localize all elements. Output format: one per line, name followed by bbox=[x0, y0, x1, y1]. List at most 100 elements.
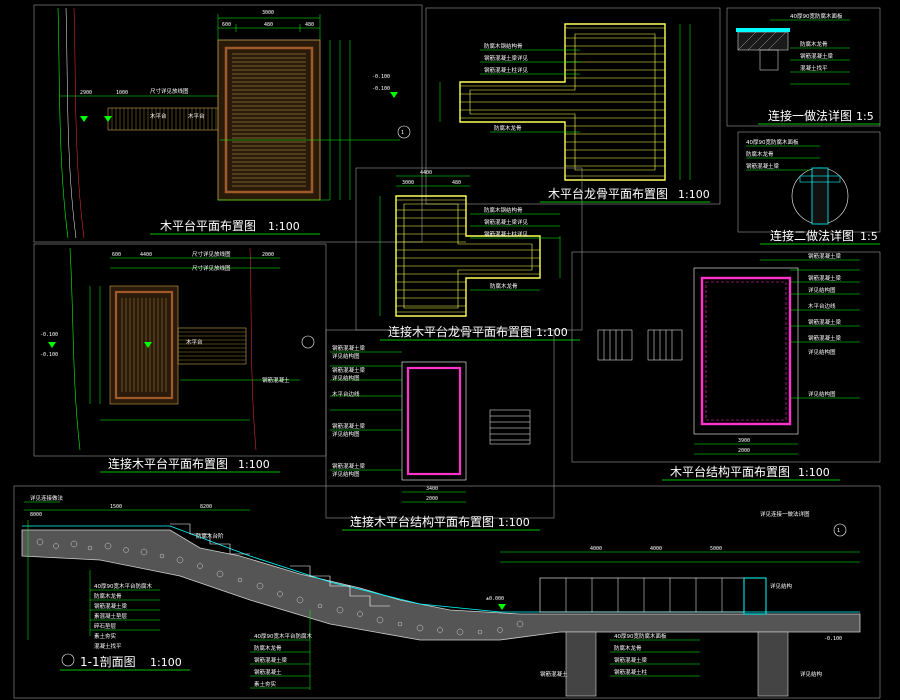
plan-1-scale: 1:100 bbox=[268, 220, 300, 233]
section-right-ann-1: 防腐木龙骨 bbox=[614, 644, 642, 652]
struct-1-ann-7: 详见结构图 bbox=[808, 390, 836, 398]
plan-1-deck-border bbox=[224, 46, 314, 194]
plan-1-dim-top-1: 600 bbox=[222, 22, 231, 28]
struct-2-dim-1: 2000 bbox=[426, 496, 438, 502]
detail-1-title: 连接一做法详图 bbox=[768, 108, 852, 123]
section-dim-left-0: 8000 bbox=[30, 512, 42, 518]
struct-1-ann-2: 详见结构图 bbox=[808, 286, 836, 294]
section-callout-label: 1 bbox=[837, 528, 840, 534]
detail-1-hatch bbox=[737, 31, 787, 51]
joist-1-ann-1: 钢筋混凝土梁详见 bbox=[484, 54, 529, 62]
joist-2-dim-top-1: 3000 bbox=[402, 180, 414, 186]
section-footing-left bbox=[565, 631, 597, 697]
plan-2-walkway-slats bbox=[178, 331, 246, 361]
joist-1-frame bbox=[425, 7, 721, 205]
plan-1-ann-0: 尺寸详见放线图 bbox=[150, 87, 189, 95]
struct-2-outline bbox=[401, 361, 467, 481]
struct-2-title: 连接木平台结构平面布置图 bbox=[350, 514, 494, 529]
plan-2-ann-0: 尺寸详见放线图 bbox=[192, 250, 231, 258]
plan-1-frame bbox=[33, 4, 423, 243]
section-left-ann-3: 素混凝土垫层 bbox=[94, 612, 128, 620]
detail-2-scale: 1:5 bbox=[860, 230, 878, 243]
joist-1-scale: 1:100 bbox=[678, 188, 710, 201]
section-cut-marker-icon bbox=[301, 335, 315, 349]
plan-2-dimensions bbox=[89, 257, 300, 421]
section-right-ann-0: 40厚90宽防腐木面板 bbox=[614, 632, 667, 640]
section-left-ann-0: 40厚90宽木平台防腐木 bbox=[94, 582, 152, 590]
struct-2-stairs bbox=[489, 409, 531, 445]
joist-2-scale: 1:100 bbox=[536, 326, 568, 339]
section-leaders-right bbox=[610, 639, 700, 677]
section-left-ann-4: 碎石垫层 bbox=[94, 622, 117, 630]
section-title: 1-1剖面图 bbox=[80, 655, 136, 669]
struct-1-ann-1: 钢筋混凝土梁 bbox=[808, 274, 842, 282]
plan-1-dim-top-2: 480 bbox=[264, 22, 273, 28]
section-left-ann-6: 混凝土找平 bbox=[94, 642, 122, 650]
view-struct-2: 钢筋混凝土梁 详见结构图 钢筋混凝土梁 详见结构图 木平台边线 钢筋混凝土梁 详… bbox=[325, 329, 555, 531]
section-leaders-left bbox=[89, 570, 160, 636]
joist-2-dim-top-2: 480 bbox=[452, 180, 461, 186]
joist-2-dim-top-0: 4400 bbox=[420, 170, 432, 176]
section-dim-top-1: 8200 bbox=[200, 504, 212, 510]
detail-2-leaders bbox=[746, 145, 820, 171]
section-frame bbox=[13, 485, 881, 699]
plan-2-deck-outer bbox=[109, 285, 179, 405]
section-left-ann-2: 钢筋混凝土梁 bbox=[94, 602, 128, 610]
section-dimensions bbox=[24, 501, 860, 640]
detail-1-ann-0: 40厚90宽防腐木面板 bbox=[790, 12, 843, 20]
struct-1-title: 木平台结构平面布置图 bbox=[670, 464, 790, 479]
section-edge-post bbox=[743, 577, 767, 615]
plan-2-ann-3: 木平台 bbox=[186, 338, 203, 346]
joist-1-joists bbox=[460, 27, 665, 177]
struct-1-ann-5: 钢筋混凝土梁 bbox=[808, 334, 842, 342]
section-misc-1: 防腐木台阶 bbox=[196, 532, 224, 540]
elevation-triangle-icon bbox=[104, 116, 112, 122]
detail-2-ann-1: 防腐木龙骨 bbox=[746, 150, 774, 158]
section-dim-top-2: 4000 bbox=[590, 546, 602, 552]
plan-2-elev-1: -0.100 bbox=[40, 352, 58, 358]
elevation-triangle-icon bbox=[390, 92, 398, 98]
plan-2-dim-top-2: 2000 bbox=[262, 252, 274, 258]
section-steps bbox=[170, 523, 390, 607]
plan-1-elev-0: -0.100 bbox=[372, 74, 390, 80]
struct-2-scale: 1:100 bbox=[498, 516, 530, 529]
view-struct-1: 钢筋混凝土梁 钢筋混凝土梁 详见结构图 木平台边线 钢筋混凝土梁 钢筋混凝土梁 … bbox=[571, 251, 881, 481]
detail-1-ann-3: 混凝土找平 bbox=[800, 64, 828, 72]
struct-2-beam bbox=[406, 366, 462, 476]
plan-1-deck-outer bbox=[217, 39, 321, 201]
view-detail-2: 40厚90宽防腐木面板 防腐木龙骨 钢筋混凝土梁 连接二做法详图 1:5 bbox=[737, 131, 881, 245]
plan-1-dim-left-1: 1000 bbox=[116, 90, 128, 96]
plan-2-boundary-red bbox=[249, 247, 257, 451]
struct-2-ann-3: 详见结构图 bbox=[332, 374, 360, 382]
plan-1-cut-label: 1 bbox=[401, 130, 404, 136]
section-gravel-texture bbox=[36, 538, 524, 636]
joist-1-ann-0: 防腐木钢结构骨 bbox=[484, 42, 523, 50]
struct-2-ann-7: 钢筋混凝土梁 bbox=[332, 462, 366, 470]
section-misc-5: 详见结构 bbox=[800, 670, 823, 678]
detail-2-post bbox=[811, 167, 829, 225]
joist-2-ann-1: 钢筋混凝土梁详见 bbox=[484, 218, 529, 226]
joist-1-ann-3: 防腐木龙骨 bbox=[494, 124, 522, 132]
plan-1-boundary-green bbox=[57, 7, 69, 239]
joist-2-title: 连接木平台龙骨平面布置图 bbox=[388, 324, 532, 339]
elevation-triangle-icon bbox=[498, 604, 506, 610]
section-right-ann-2: 钢筋混凝土梁 bbox=[614, 656, 648, 664]
section-mid-ann-4: 素土夯实 bbox=[254, 680, 277, 688]
section-leaders-mid bbox=[250, 610, 311, 690]
struct-1-scale: 1:100 bbox=[798, 466, 830, 479]
section-elev-0: ±0.000 bbox=[486, 596, 504, 602]
struct-2-frame bbox=[325, 329, 555, 519]
joist-2-joists bbox=[396, 199, 540, 313]
section-mid-ann-2: 钢筋混凝土梁 bbox=[254, 656, 288, 664]
joist-1-dimensions bbox=[439, 24, 691, 180]
joist-1-inner-outline bbox=[469, 33, 656, 171]
section-dim-top-0: 1500 bbox=[110, 504, 122, 510]
view-plan-1: 3000 600 480 480 2900 1000 尺寸详见放线图 木平台 木… bbox=[33, 4, 423, 243]
plan-2-title: 连接木平台平面布置图 bbox=[108, 456, 228, 471]
view-joist-1: 防腐木钢结构骨 钢筋混凝土梁详见 钢筋混凝土柱详见 防腐木龙骨 木平台龙骨平面布… bbox=[425, 7, 721, 205]
plan-1-dim-top-0: 3000 bbox=[262, 10, 274, 16]
elevation-triangle-icon bbox=[144, 342, 152, 348]
struct-2-leaders bbox=[330, 351, 466, 503]
plan-1-boundary-red bbox=[73, 7, 85, 239]
struct-1-stairs bbox=[597, 329, 683, 361]
